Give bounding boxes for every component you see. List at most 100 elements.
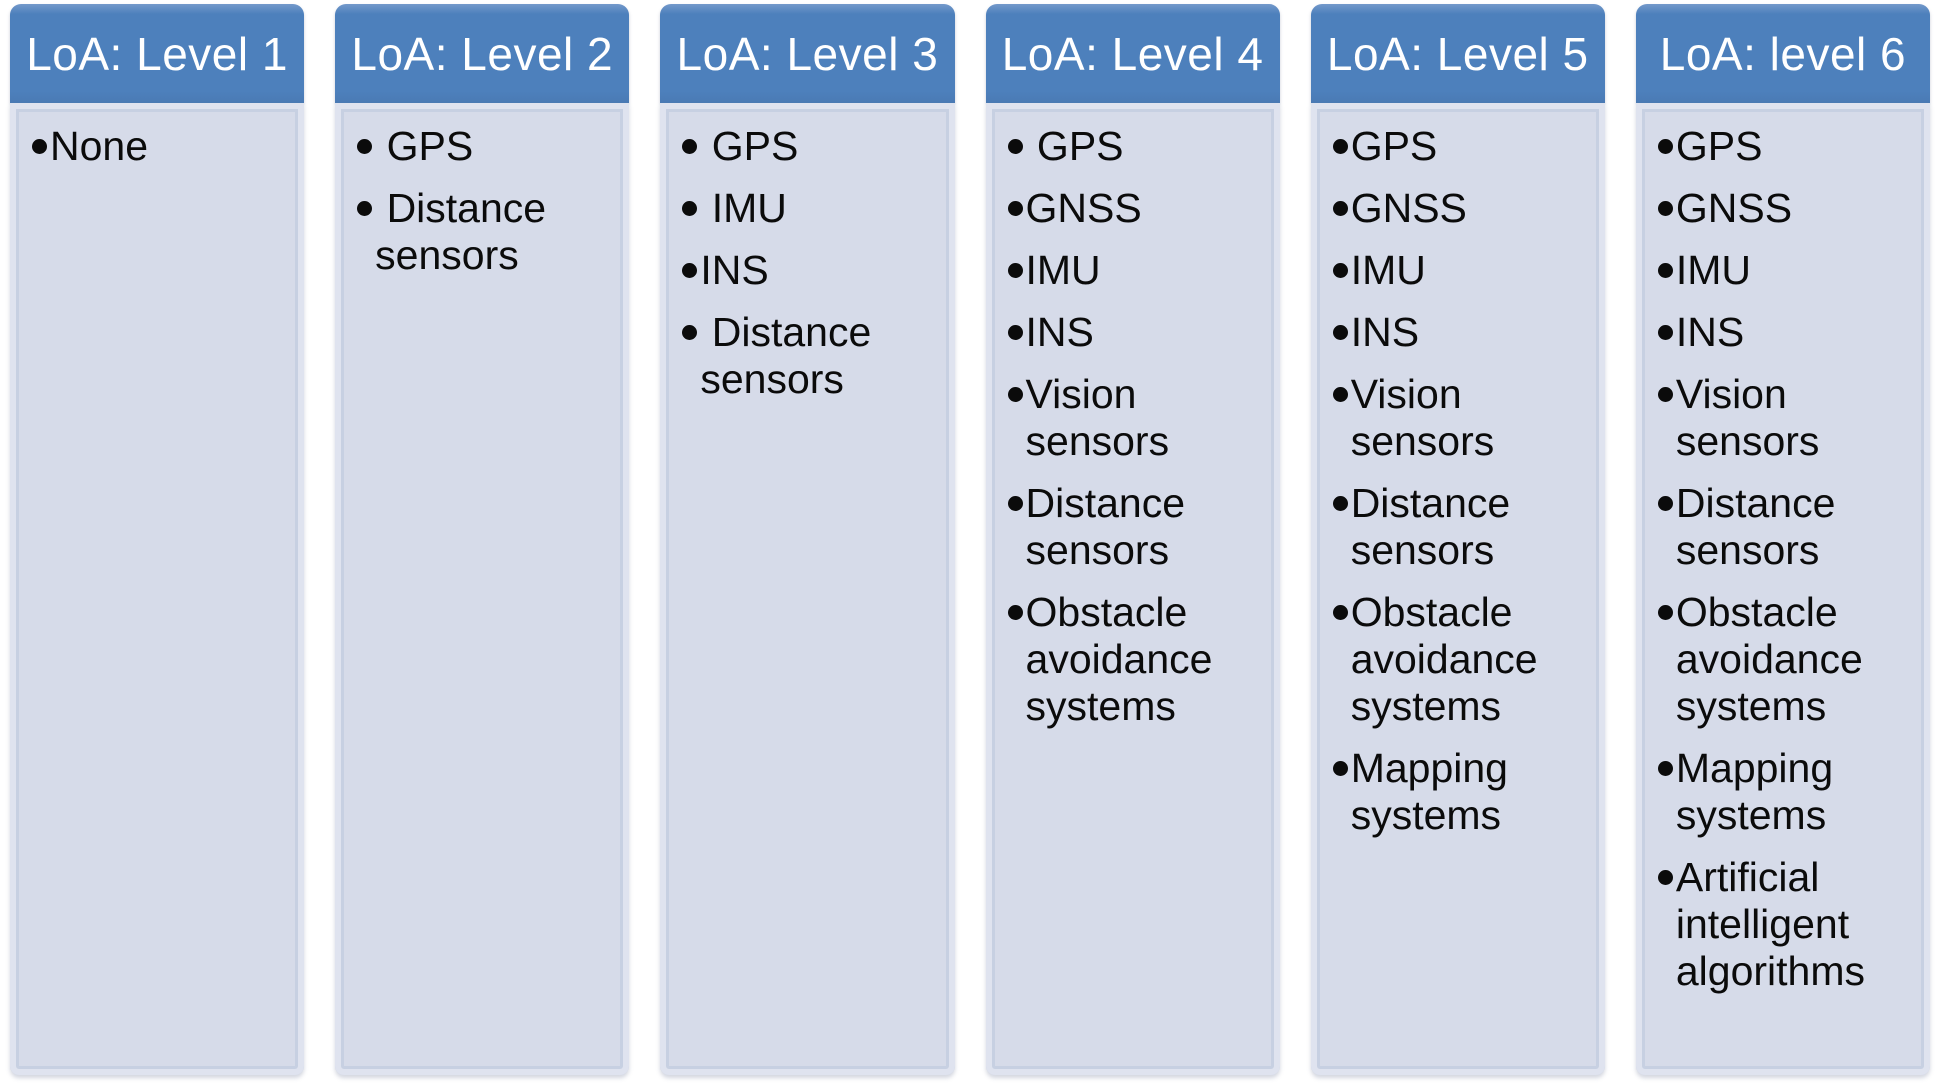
bullet-icon: [1007, 325, 1023, 340]
bullet-icon: [1657, 387, 1673, 402]
list-item-label: Vision sensors: [1025, 371, 1170, 464]
bullet-icon: [1332, 139, 1348, 154]
bullet-icon: [357, 139, 373, 154]
bullet-icon: [682, 201, 698, 216]
bullet-icon: [1657, 325, 1673, 340]
list-item: INS: [682, 247, 942, 294]
list-item-label: GPS: [1675, 123, 1763, 169]
list-item-label: IMU: [700, 185, 787, 231]
list-item-label: IMU: [1350, 247, 1426, 293]
list-item-label: Vision sensors: [1675, 371, 1820, 464]
list-item-label: GPS: [1025, 123, 1124, 169]
column-body: GPS IMU INS Distance sensors: [660, 103, 955, 1075]
bullet-icon: [1007, 605, 1023, 620]
list-item: Distance sensors: [1657, 480, 1918, 574]
bullet-icon: [1007, 387, 1023, 402]
list-item-label: Vision sensors: [1350, 371, 1495, 464]
list-item-label: INS: [700, 247, 769, 293]
bullet-icon: [1657, 761, 1673, 776]
loa-column-4: LoA: Level 4 GPS GNSS IMU INS Vision sensors…: [985, 4, 1280, 1075]
bullet-icon: [1657, 201, 1673, 216]
list-item-label: Obstacle avoidance systems: [1025, 589, 1224, 729]
list-item: Distance sensors: [1007, 480, 1268, 574]
list-item-label: GPS: [375, 123, 474, 169]
bullet-icon: [1657, 870, 1673, 885]
bullet-icon: [1007, 139, 1023, 154]
list-item: IMU: [1657, 247, 1918, 294]
list-item: GPS: [357, 123, 617, 170]
list-item-label: Mapping systems: [1350, 745, 1520, 838]
column-header: LoA: Level 3: [660, 4, 955, 103]
list-item-label: INS: [1350, 309, 1420, 355]
bullet-icon: [1332, 761, 1348, 776]
column-header: LoA: level 6: [1635, 4, 1931, 103]
bullet-icon: [682, 263, 698, 278]
list-item-label: GNSS: [1025, 185, 1142, 231]
list-item: None: [32, 123, 292, 170]
list-item: Distance sensors: [357, 185, 617, 279]
column-header: LoA: Level 5: [1310, 4, 1605, 103]
list-item: Obstacle avoidance systems: [1007, 589, 1268, 730]
bullet-icon: [1657, 263, 1673, 278]
list-item: IMU: [1007, 247, 1268, 294]
list-item: GNSS: [1332, 185, 1593, 232]
list-item-label: GNSS: [1350, 185, 1467, 231]
column-body: GPS Distance sensors: [335, 103, 630, 1075]
list-item: INS: [1007, 309, 1268, 356]
list-item: INS: [1657, 309, 1918, 356]
list-item-label: IMU: [1025, 247, 1101, 293]
list-item-label: Obstacle avoidance systems: [1675, 589, 1875, 729]
list-item-label: Distance sensors: [1350, 480, 1522, 573]
bullet-icon: [1332, 496, 1348, 511]
list-item: GPS: [682, 123, 942, 170]
bullet-icon: [682, 139, 698, 154]
bullet-icon: [682, 325, 698, 340]
list-item-label: Distance sensors: [1025, 480, 1197, 573]
list-item-label: GPS: [1350, 123, 1438, 169]
list-item-label: GPS: [700, 123, 799, 169]
bullet-icon: [1657, 496, 1673, 511]
bullet-icon: [1007, 201, 1023, 216]
bullet-icon: [1007, 263, 1023, 278]
list-item-label: Artificial intelligent algorithms: [1675, 854, 1865, 994]
bullet-icon: [1332, 201, 1348, 216]
bullet-icon: [1007, 496, 1023, 511]
list-item-label: GNSS: [1675, 185, 1793, 231]
bullet-icon: [32, 139, 47, 154]
list-item: Obstacle avoidance systems: [1657, 589, 1918, 730]
list-item-label: INS: [1675, 309, 1745, 355]
list-item-label: None: [50, 123, 149, 169]
column-header: LoA: Level 4: [985, 4, 1280, 103]
list-item: Vision sensors: [1007, 371, 1268, 465]
list-item: Mapping systems: [1657, 745, 1918, 839]
list-item: GPS: [1332, 123, 1593, 170]
list-item: IMU: [1332, 247, 1593, 294]
bullet-icon: [357, 201, 373, 216]
bullet-icon: [1332, 325, 1348, 340]
list-item: IMU: [682, 185, 942, 232]
bullet-icon: [1332, 263, 1348, 278]
column-header: LoA: Level 2: [335, 4, 630, 103]
list-item: GNSS: [1657, 185, 1918, 232]
list-item-label: IMU: [1675, 247, 1752, 293]
list-item: Distance sensors: [1332, 480, 1593, 574]
bullet-icon: [1657, 139, 1673, 154]
list-item: INS: [1332, 309, 1593, 356]
list-item: Vision sensors: [1332, 371, 1593, 465]
list-item: GPS: [1007, 123, 1268, 170]
loa-column-2: LoA: Level 2 GPS Distance sensors: [335, 4, 630, 1075]
list-item: Artificial intelligent algorithms: [1657, 854, 1918, 995]
bullet-icon: [1332, 387, 1348, 402]
list-item-label: Mapping systems: [1675, 745, 1845, 838]
list-item-label: INS: [1025, 309, 1094, 355]
list-item-label: Distance sensors: [700, 309, 883, 402]
list-item: Mapping systems: [1332, 745, 1593, 839]
list-item: Vision sensors: [1657, 371, 1918, 465]
